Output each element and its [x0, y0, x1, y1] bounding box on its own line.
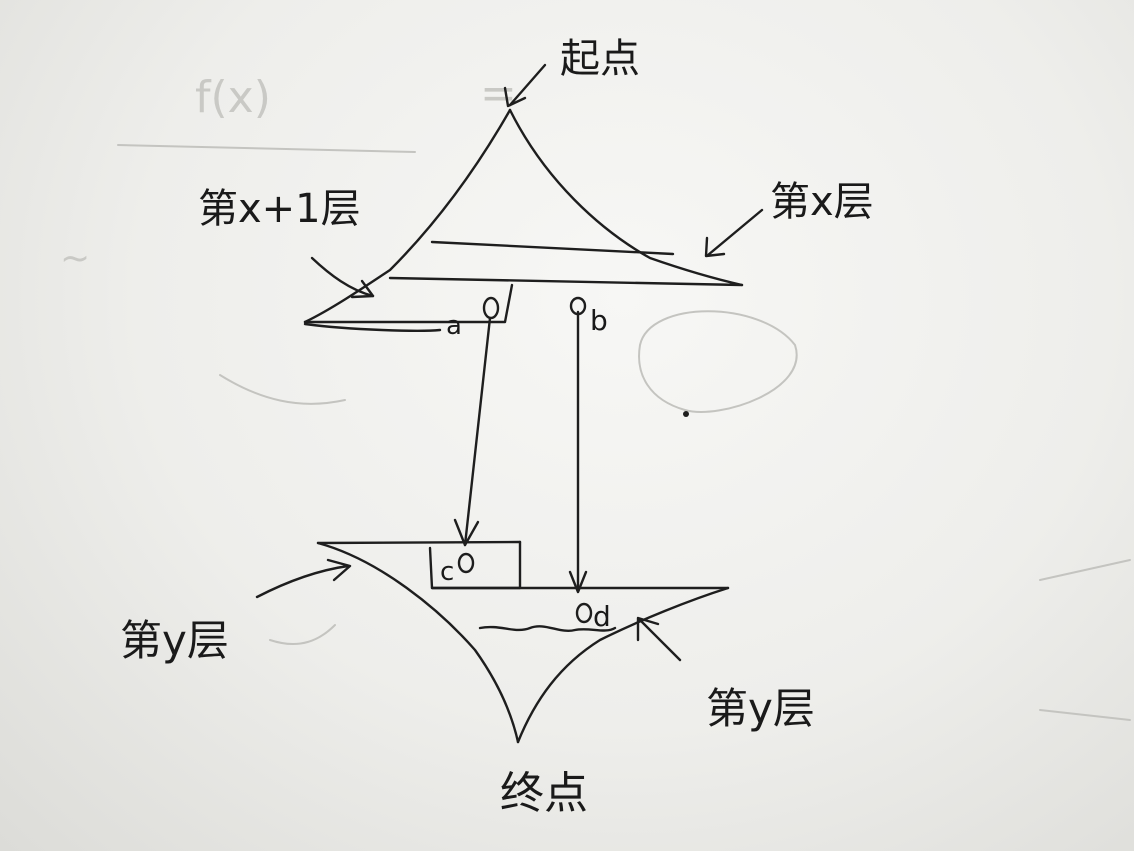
svg-text:f(x): f(x) [195, 72, 271, 123]
arrow-b-to-d-head [568, 570, 588, 594]
layer-x-plus-1-pointer-head [350, 279, 375, 299]
upper-cone-left-edge [303, 108, 512, 324]
upper-cone-right-edge [508, 108, 744, 287]
point-b-label: b [590, 304, 608, 337]
lower-top-left-line [316, 540, 522, 545]
connection-arrows [453, 310, 588, 594]
point-c-marker [457, 552, 475, 574]
point-c-label: c [440, 557, 454, 587]
layer-y-left-pointer [255, 564, 350, 599]
layer-y-right-pointer-head [636, 616, 660, 642]
lower-cone-left-edge [316, 541, 520, 744]
point-markers [457, 296, 593, 624]
start-label: 起点 [560, 36, 640, 82]
svg-text:~: ~ [60, 238, 90, 279]
bleed-through-marks: f(x) = ~ [60, 68, 1131, 721]
point-d-marker [575, 602, 593, 624]
point-b-marker [569, 296, 587, 316]
upper-base-step [303, 283, 514, 324]
layer-y-left-label: 第y层 [120, 616, 229, 665]
layer-y-right-pointer [638, 618, 682, 662]
upper-cone [303, 108, 744, 332]
layer-y-right-label: 第y层 [706, 684, 815, 733]
layer-x-plus-1-line [388, 276, 744, 287]
layer-x-label: 第x层 [770, 179, 874, 225]
layer-x-plus-1-label: 第x+1层 [198, 186, 361, 232]
handwritten-labels: 起点 第x层 第x+1层 第y层 第y层 终点 a b c d [120, 36, 874, 819]
point-a-label: a [446, 311, 462, 341]
start-pointer-head [503, 86, 527, 108]
upper-base-bottom [303, 322, 442, 332]
label-pointers [255, 63, 764, 662]
layer-x-plus-1-pointer [310, 256, 375, 298]
point-d-label: d [593, 600, 611, 633]
arrow-a-to-c [463, 316, 492, 547]
point-a-marker [482, 296, 500, 320]
lower-wavy-layer-line [478, 625, 617, 633]
layer-x-pointer [706, 208, 764, 257]
layer-y-left-pointer-head [326, 558, 352, 582]
start-pointer [508, 63, 547, 107]
end-label: 终点 [500, 768, 588, 819]
lower-cone [316, 540, 730, 744]
layer-x-line [430, 240, 675, 256]
stray-dot [683, 411, 689, 417]
lower-cone-right-edge [516, 586, 730, 744]
layer-x-pointer-head [704, 236, 726, 258]
arrow-a-to-c-head [453, 518, 480, 547]
